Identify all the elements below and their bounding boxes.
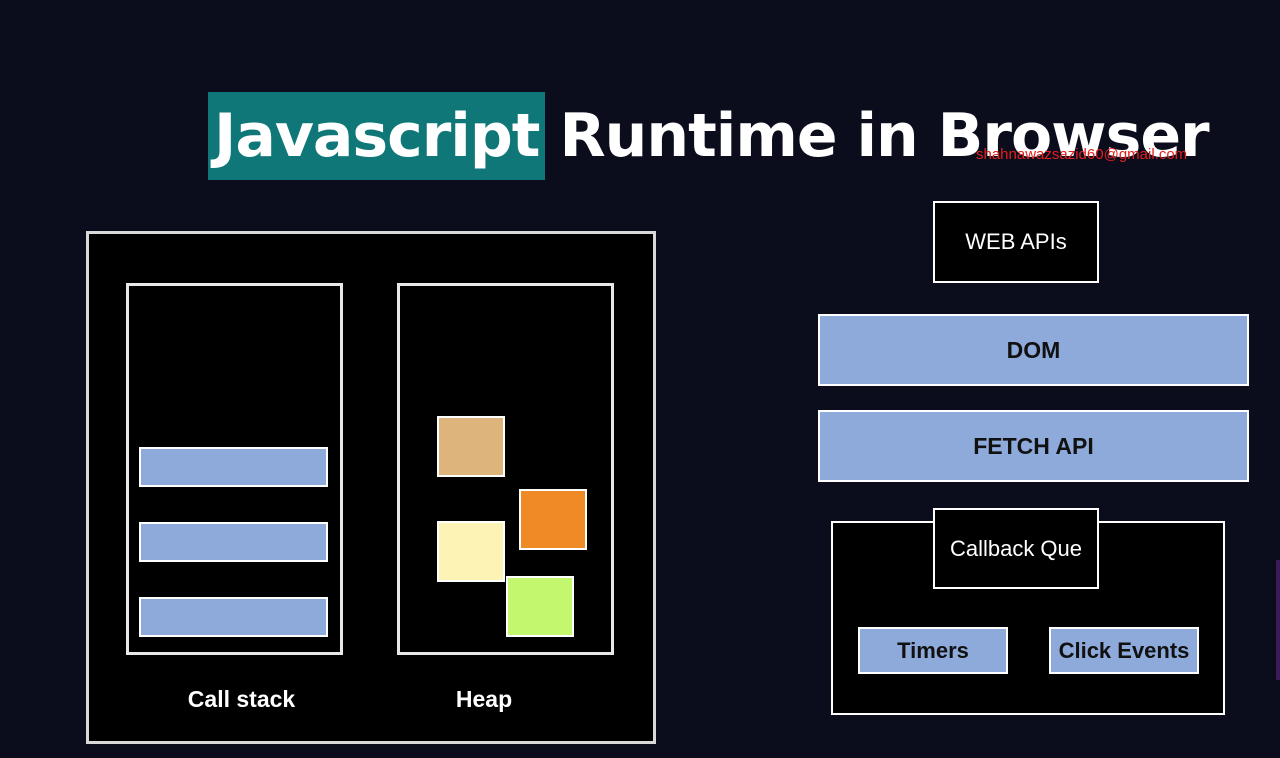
page-title: Javascript Runtime in Browser — [208, 92, 1210, 180]
stack-frame — [139, 447, 328, 487]
stack-frame — [139, 522, 328, 562]
web-apis-box: WEB APIs — [933, 201, 1099, 283]
call-stack-label: Call stack — [187, 686, 296, 712]
heap-object — [519, 489, 587, 550]
click-events-item: Click Events — [1049, 627, 1199, 674]
timers-item: Timers — [858, 627, 1008, 674]
title-rest: Runtime in Browser — [559, 101, 1209, 171]
title-highlight: Javascript — [208, 92, 546, 180]
stack-frame — [139, 597, 328, 637]
heap-object — [506, 576, 574, 637]
callback-queue-title: Callback Que — [933, 508, 1099, 589]
heap-object — [437, 521, 505, 582]
dom-api-bar: DOM — [818, 314, 1249, 386]
edge-decoration — [1276, 560, 1280, 680]
heap-object — [437, 416, 505, 477]
watermark-email: shahnawazsazid60@gmail.com — [976, 146, 1188, 163]
fetch-api-bar: FETCH API — [818, 410, 1249, 482]
heap-label: Heap — [455, 686, 513, 712]
heap-box — [397, 283, 614, 655]
